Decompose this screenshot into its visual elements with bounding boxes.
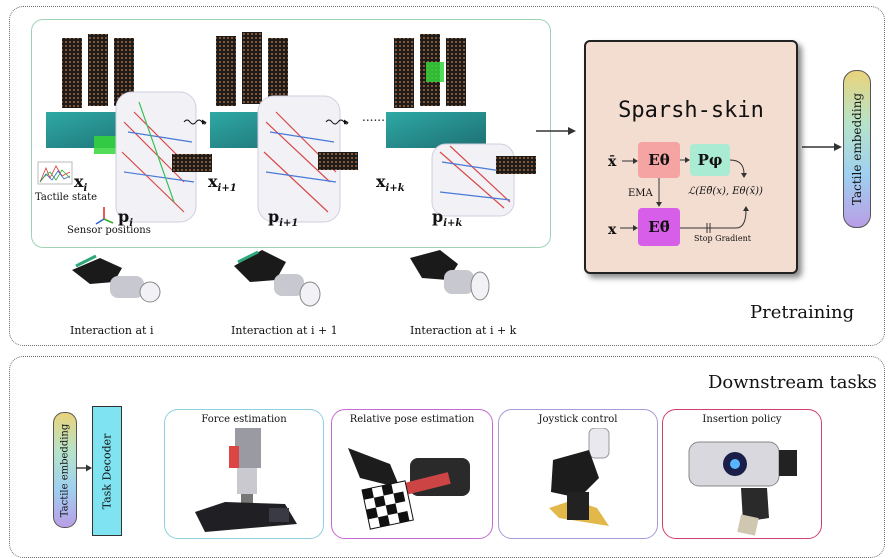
sensor-positions-label: Sensor positions	[67, 225, 151, 236]
tactile-state-label: Tactile state	[35, 192, 98, 203]
ema-label: EMA	[628, 188, 653, 199]
task-decoder: Task Decoder	[92, 406, 122, 536]
interaction-hand-i	[72, 254, 161, 303]
task-card-insertion-policy: Insertion policy	[662, 409, 822, 539]
interaction-label-i1: Interaction at i + 1	[231, 324, 338, 337]
downstream-tactile-embedding-pill: Tactile embedding	[53, 412, 77, 528]
state-label-p-i1: pi+1	[268, 207, 299, 230]
sequence-arrow-2	[325, 119, 349, 125]
interaction-label-ik: Interaction at i + k	[410, 324, 517, 337]
state-label-p-ik: pi+k	[432, 207, 463, 230]
ellipsis: ......	[362, 110, 385, 124]
hand-state-i-plus-k	[386, 34, 536, 217]
state-label-x-ik: xi+k	[376, 172, 405, 195]
arrow-to-model	[536, 127, 576, 135]
force-estimation-illustration	[195, 428, 297, 532]
sparsh-skin-model: Sparsh-skin x̄ Eθ Pφ EMA ℒ(Eθ̄(x), Eθ(x̄…	[584, 40, 798, 274]
stop-gradient-label: Stop Gradient	[694, 234, 751, 243]
pretraining-panel	[9, 6, 885, 346]
task-card-relative-pose-estimation: Relative pose estimation	[331, 409, 493, 539]
interaction-thumbnails	[72, 250, 490, 307]
task-card-joystick-control: Joystick control	[498, 409, 658, 539]
loss-label: ℒ(Eθ̄(x), Eθ(x̄))	[688, 186, 763, 197]
input-x-bar: x̄	[608, 154, 617, 170]
axes-icon	[95, 207, 114, 225]
hand-state-i	[46, 34, 212, 223]
state-label-x-i1: xi+1	[208, 172, 237, 195]
hand-state-i-plus-1	[210, 32, 358, 223]
interaction-hand-ik	[410, 250, 490, 301]
tactile-sequence-illustrations	[37, 32, 536, 225]
input-x: x	[608, 222, 617, 238]
state-label-p-i: pi	[118, 207, 133, 230]
tactile-embedding-pill: Tactile embedding	[843, 70, 871, 228]
model-arrows	[620, 157, 749, 233]
insertion-policy-illustration	[688, 441, 797, 536]
predictor: Pφ	[690, 144, 730, 176]
model-title: Sparsh-skin	[618, 98, 764, 123]
sequence-arrow-1	[183, 119, 207, 125]
arrow-to-decoder	[76, 464, 92, 472]
target-encoder: Eθ̄	[638, 208, 680, 246]
tactile-sequence-box	[31, 19, 551, 248]
tactile-state-chart	[37, 161, 73, 185]
online-encoder: Eθ	[638, 142, 680, 178]
interaction-hand-i1	[234, 250, 321, 307]
pretraining-label: Pretraining	[750, 302, 855, 323]
state-label-x-i: xi	[74, 172, 88, 195]
relative-pose-illustration	[348, 448, 470, 530]
arrow-to-embedding	[802, 143, 842, 151]
task-card-force-estimation: Force estimation	[164, 409, 324, 539]
joystick-illustration	[549, 428, 610, 526]
downstream-label: Downstream tasks	[708, 372, 877, 393]
interaction-label-i: Interaction at i	[70, 324, 154, 337]
